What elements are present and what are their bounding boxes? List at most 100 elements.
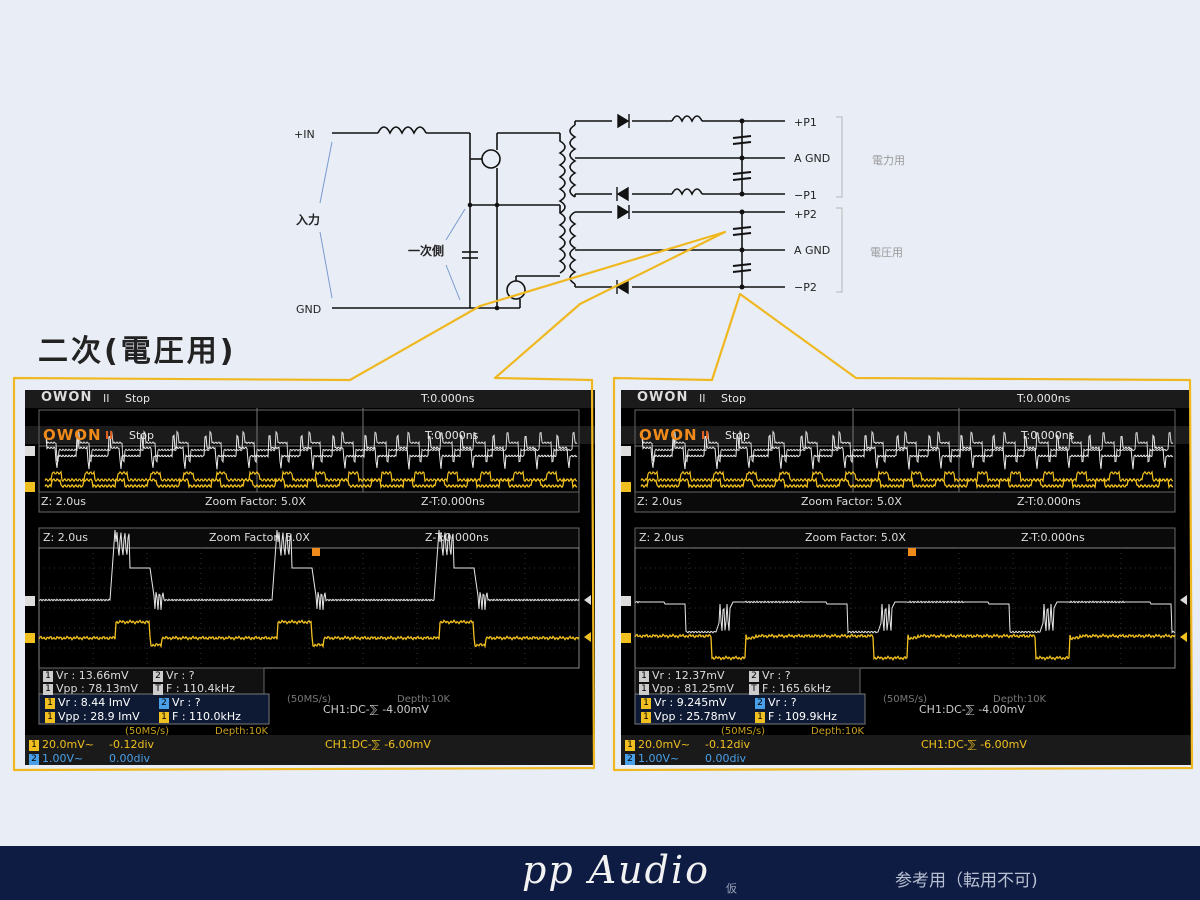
channel-badge: T [749, 683, 759, 695]
ch2-offset: 0.00div [109, 752, 151, 765]
pause-indicator: II [105, 429, 114, 442]
brand-logo-text: pp Audio [522, 848, 711, 892]
overview-ch2-marker [621, 446, 631, 456]
channel-badge: 1 [29, 739, 39, 751]
circuit-schematic: +IN GND 入力 一次側 +P1 A GND −P1 +P2 A GND −… [294, 113, 905, 316]
timebase-offset: T:0.000ns [1021, 429, 1075, 442]
channel-badge: 1 [45, 697, 55, 709]
channel-badge: 1 [625, 739, 635, 751]
zoom-factor: Zoom Factor: 5.0X [209, 531, 310, 544]
channel-badge: 2 [755, 697, 765, 709]
measure-back-vr1-value: Vr : 12.37mV [652, 669, 725, 682]
channel-badge: 2 [29, 753, 39, 765]
channel-badge: 2 [159, 697, 169, 709]
channel-badge: 1 [755, 711, 765, 723]
ch2-right-marker [584, 595, 591, 605]
pause-indicator-back: II [699, 392, 706, 405]
measure-freq-value: F : 109.9kHz [768, 710, 837, 723]
measure-vr1-value: Vr : 9.245mV [654, 696, 727, 709]
channel-badge: 1 [45, 711, 55, 723]
overview-ch1-trace [44, 476, 578, 490]
zoom-info-bar-back [38, 491, 580, 513]
ch2-level-marker [25, 596, 35, 606]
memory-depth: Depth:10K [215, 726, 269, 737]
zoom-factor-back: Zoom Factor: 5.0X [205, 495, 306, 508]
channel-badge: T [153, 683, 163, 695]
scope-logo-back: OWON [637, 390, 689, 405]
zoom-offset: Z-T:0.000ns [425, 531, 489, 544]
trigger-setting: CH1:DC-⅀ -6.00mV [325, 738, 431, 751]
trigger-setting-back: CH1:DC-⅀ -4.00mV [323, 703, 429, 716]
ch2-offset: 0.00div [705, 752, 747, 765]
pause-indicator: II [701, 429, 710, 442]
channel-badge: 2 [625, 753, 635, 765]
output-label-agnd1: A GND [794, 152, 830, 165]
ch1-scale-value: 20.0mV~ [638, 738, 690, 751]
measure-back-freq-value: F : 110.4kHz [166, 682, 235, 695]
overview-ch1-marker [25, 482, 35, 492]
output-label-p2: +P2 [794, 208, 817, 221]
ch2-scale-value: 1.00V~ [638, 752, 680, 765]
zoom-offset: Z-T:0.000ns [1021, 531, 1085, 544]
measure-back-freq-value: F : 165.6kHz [762, 682, 831, 695]
timebase-offset-back: T:0.000ns [421, 392, 475, 405]
trigger-setting-back: CH1:DC-⅀ -4.00mV [919, 703, 1025, 716]
overview-ch1-trace [640, 476, 1174, 490]
sample-rate: (50MS/s) [125, 726, 170, 737]
zoom-factor: Zoom Factor: 5.0X [805, 531, 906, 544]
input-label: 入力 [296, 212, 320, 227]
channel-badge: 1 [641, 711, 651, 723]
measure-vpp-value: Vpp : 25.78mV [654, 710, 736, 723]
zoom-scale-back: Z: 2.0us [637, 495, 682, 508]
footer-bar [0, 846, 1200, 900]
zoom-info-bar-back [634, 491, 1176, 513]
measure-vr2-value: Vr : ? [172, 696, 201, 709]
channel-badge: 1 [641, 697, 651, 709]
trigger-marker [312, 548, 320, 556]
ch2-scale-value: 1.00V~ [42, 752, 84, 765]
measure-back-vr2-value: Vr : ? [762, 669, 791, 682]
output-label-m1: −P1 [794, 189, 817, 202]
ch1-offset: -0.12div [109, 738, 155, 751]
scope-logo: OWON [43, 426, 102, 444]
ch1-scale-value: 20.0mV~ [42, 738, 94, 751]
pause-indicator-back: II [103, 392, 110, 405]
output-label-p1: +P1 [794, 116, 817, 129]
ch1-right-marker [584, 632, 591, 642]
ch1-level-marker [25, 633, 35, 643]
zoom-scale: Z: 2.0us [639, 531, 684, 544]
channel-badge: 2 [749, 670, 759, 682]
measure-back-vpp-value: Vpp : 78.13mV [56, 682, 138, 695]
measure-vr1-value: Vr : 8.44 ImV [58, 696, 131, 709]
run-status-back: Stop [721, 392, 747, 405]
measure-back-vr2-value: Vr : ? [166, 669, 195, 682]
run-status-back: Stop [125, 392, 151, 405]
run-status: Stop [129, 429, 155, 442]
zoom-factor-back: Zoom Factor: 5.0X [801, 495, 902, 508]
trigger-setting: CH1:DC-⅀ -6.00mV [921, 738, 1027, 751]
zoom-offset-back: Z-T:0.000ns [421, 495, 485, 508]
overview-ch2-marker [25, 446, 35, 456]
trigger-marker [908, 548, 916, 556]
voltage-group-label: 電圧用 [870, 246, 903, 259]
measure-vpp-value: Vpp : 28.9 ImV [58, 710, 140, 723]
sample-rate: (50MS/s) [721, 726, 766, 737]
reference-note: 参考用（転用不可) [895, 871, 1038, 891]
